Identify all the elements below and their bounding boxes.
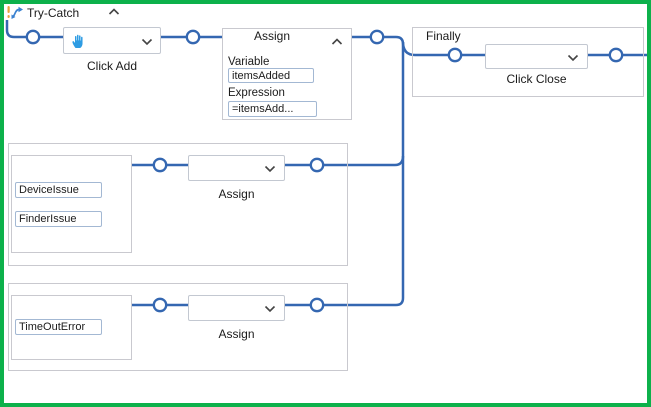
expression-label: Expression [228,87,285,99]
click-add-action-box[interactable] [63,27,161,54]
catch1-assign-action-box[interactable] [188,155,285,181]
catch2-assign-action-box[interactable] [188,295,285,321]
catch1-exception-panel [11,155,132,253]
catch1-assign-caption: Assign [218,187,255,201]
port-try-in[interactable] [25,29,41,45]
dropdown-chevron-icon[interactable] [141,38,153,46]
assign-collapse-chevron-up-icon[interactable] [331,38,343,46]
port-catch1-out[interactable] [309,157,325,173]
hand-click-icon [72,34,83,49]
click-add-caption: Click Add [86,59,138,73]
catch1-exception-input-1[interactable]: DeviceIssue [15,182,102,198]
click-close-caption: Click Close [506,72,567,86]
catch2-container [8,283,348,371]
dropdown-chevron-icon[interactable] [567,54,579,62]
port-finally-out[interactable] [608,47,624,63]
wire-catch1 [132,155,405,167]
catch2-assign-caption: Assign [218,327,255,341]
finally-title: Finally [426,29,461,43]
wire-main [5,20,405,307]
finally-container [412,27,644,97]
variable-label: Variable [228,56,270,68]
catch1-container [8,143,348,266]
dropdown-chevron-icon[interactable] [264,165,276,173]
port-assign-out[interactable] [369,29,385,45]
catch1-exception-input-2[interactable]: FinderIssue [15,211,102,227]
variable-input[interactable]: itemsAdded [228,68,314,83]
port-catch1-in[interactable] [152,157,168,173]
port-clickadd-out[interactable] [185,29,201,45]
catch2-exception-input-1[interactable]: TimeOutError [15,319,102,335]
port-catch2-in[interactable] [152,297,168,313]
try-catch-icon [7,6,23,19]
collapse-chevron-up-icon[interactable] [108,8,120,16]
assign-block[interactable]: Assign Variable itemsAdded Expression =i… [222,28,352,120]
dropdown-chevron-icon[interactable] [264,305,276,313]
port-finally-in[interactable] [447,47,463,63]
expression-input[interactable]: =itemsAdd... [228,101,317,117]
wire-finally [401,41,648,57]
assign-block-title: Assign [253,29,291,43]
port-catch2-out[interactable] [309,297,325,313]
block-title-try-catch: Try-Catch [27,6,80,20]
click-close-action-box[interactable] [485,44,588,69]
